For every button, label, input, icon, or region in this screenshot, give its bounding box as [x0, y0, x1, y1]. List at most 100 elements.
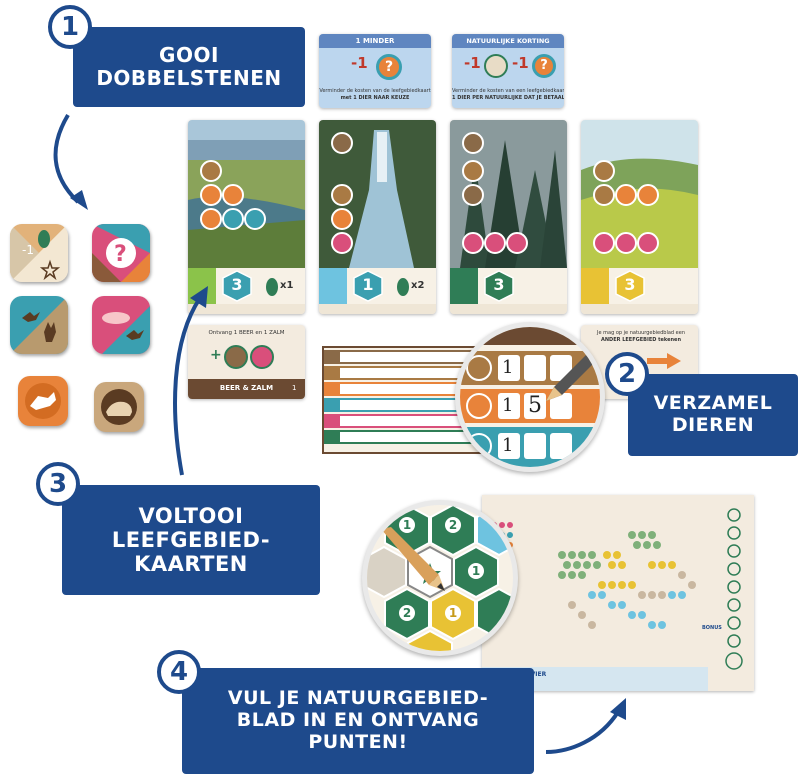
score-track-sheet	[322, 346, 482, 454]
deer-token	[462, 160, 484, 182]
animal-card-bear-salmon: Ontvang 1 BEER en 1 ZALM + BEER & ZALM 1	[188, 325, 305, 399]
hex-value: 3	[493, 275, 505, 294]
deer-token	[200, 160, 222, 182]
die-bear	[94, 382, 144, 432]
arrow-step1-to-dice	[53, 113, 88, 210]
animal-card-top-text: Ontvang 1 BEER en 1 ZALM	[208, 330, 285, 336]
animal-card-footer-num: 1	[292, 384, 297, 392]
animal-card-plus: +	[210, 347, 222, 363]
bonus-card-minder: 1 MINDER -1 ? Verminder de kosten van de…	[319, 34, 431, 108]
step-1-line-2: DOBBELSTENEN	[96, 66, 282, 90]
multiplier: x1	[280, 280, 294, 291]
die-leaf-minus: -1	[10, 224, 68, 282]
hex-value: 3	[624, 275, 636, 294]
fish-token	[506, 232, 528, 254]
hex-num-4: 2	[399, 605, 415, 621]
bonus-card-korting-desc-1: Verminder de kosten van een leefgebiedka…	[452, 88, 564, 94]
step-2-line-1: VERZAMEL	[653, 392, 773, 415]
fox-token	[637, 184, 659, 206]
svg-text:?: ?	[114, 242, 127, 267]
step-4-badge: 4	[157, 650, 201, 694]
deer-token-icon	[466, 355, 492, 381]
step-1-box: GOOI DOBBELSTENEN	[73, 27, 305, 107]
hex-badge	[222, 270, 252, 302]
step-3-line-3: KAARTEN	[134, 552, 248, 577]
step-3-badge: 3	[36, 462, 80, 506]
meadow-icon	[581, 268, 609, 304]
hex-value: 1	[362, 275, 374, 294]
bonus-card-minder-title: 1 MINDER	[355, 37, 395, 45]
arrow-step4-to-sheet	[545, 698, 626, 754]
hex-num-1: 1	[399, 517, 415, 533]
bonus-card-minder-desc-2: met 1 DIER NAAR KEUZE	[340, 95, 410, 101]
deer-token	[593, 160, 615, 182]
fox-token	[200, 184, 222, 206]
tree-icon	[450, 268, 478, 304]
step-2-line-2: DIEREN	[671, 414, 755, 436]
hex-value: 3	[231, 275, 243, 294]
bonus-card-korting-desc-2: 1 DIER PER NATUURLIJKE DAT JE BETAALT	[452, 95, 564, 101]
deer-token	[593, 184, 615, 206]
bear-token	[331, 132, 353, 154]
nature-sheet-map	[482, 495, 754, 691]
step-2-badge: 2	[605, 352, 649, 396]
leaf-icon	[397, 278, 409, 296]
fox-token	[222, 184, 244, 206]
die-fox	[18, 376, 68, 426]
habitat-card-wetland: 3 x1	[188, 120, 305, 314]
question-token-icon-2: ?	[532, 54, 556, 78]
bonus-card-korting-big: -1	[464, 54, 481, 72]
hex-num-5: 1	[445, 605, 461, 621]
habitat-card-meadow: 3	[581, 120, 698, 314]
bonus-card-korting-big-2: -1	[512, 54, 529, 72]
fish-token-icon	[250, 345, 274, 369]
hex-num-3: 1	[468, 563, 484, 579]
step-3-line-1: VOLTOOI	[138, 503, 244, 528]
step-4-box: VUL JE NATUURGEBIED- BLAD IN EN ONTVANG …	[182, 668, 534, 774]
leaf-icon	[266, 278, 278, 296]
hex-magnifier: 1 2 1 2 1	[362, 500, 518, 656]
nature-sheet: NA RIVIER BONUS	[482, 495, 754, 691]
svg-text:-1: -1	[22, 243, 34, 257]
bear-token	[462, 184, 484, 206]
arrow-step3-to-cards	[173, 286, 208, 476]
fish-token	[462, 232, 484, 254]
bonus-card-minder-desc-1: Verminder de kosten van de leefgebiedkaa…	[319, 88, 431, 94]
hex-badge	[353, 270, 383, 302]
mag-score-2: 1	[502, 395, 514, 416]
fish-token	[593, 232, 615, 254]
bird-token	[244, 208, 266, 230]
habitat-card-forest: 3	[450, 120, 567, 314]
hex-num-2: 2	[445, 517, 461, 533]
step-4-line-3: PUNTEN!	[308, 730, 408, 753]
arrow-right-icon	[667, 353, 681, 369]
pencil-icon	[381, 527, 445, 591]
animal-card-footer: BEER & ZALM	[219, 384, 274, 392]
bonus-card-korting-title: NATUURLIJKE KORTING	[466, 37, 550, 45]
bonus-label: BONUS	[702, 625, 722, 631]
leaf-token-icon	[484, 54, 508, 78]
fox-token	[615, 184, 637, 206]
step-2-box: VERZAMEL DIEREN	[628, 374, 798, 456]
hex-badge	[615, 270, 645, 302]
die-question: ?	[92, 224, 150, 282]
power-card-text-2: ANDER LEEFGEBIED tekenen	[600, 337, 681, 343]
step-1-badge: 1	[48, 5, 92, 49]
habitat-card-river: 1 x2	[319, 120, 436, 314]
fox-token-icon	[466, 393, 492, 419]
mag-score-3: 5	[528, 393, 542, 418]
fish-token	[484, 232, 506, 254]
fox-token	[200, 208, 222, 230]
hex-badge	[484, 270, 514, 302]
river-icon	[319, 268, 347, 304]
bonus-card-korting: NATUURLIJKE KORTING -1 -1 ? Verminder de…	[452, 34, 564, 108]
question-token-icon: ?	[376, 54, 402, 80]
pencil-icon	[546, 355, 594, 401]
mag-score-4: 1	[502, 435, 514, 456]
power-card-text-1: Je mag op je natuurgebiedblad een	[597, 330, 685, 336]
score-magnifier: 1 1 5 1	[455, 322, 605, 472]
step-3-line-2: LEEFGEBIED-	[111, 527, 271, 552]
bonus-card-minder-big: -1	[351, 54, 368, 72]
step-3-box: VOLTOOI LEEFGEBIED- KAARTEN	[62, 485, 320, 595]
fish-token	[637, 232, 659, 254]
